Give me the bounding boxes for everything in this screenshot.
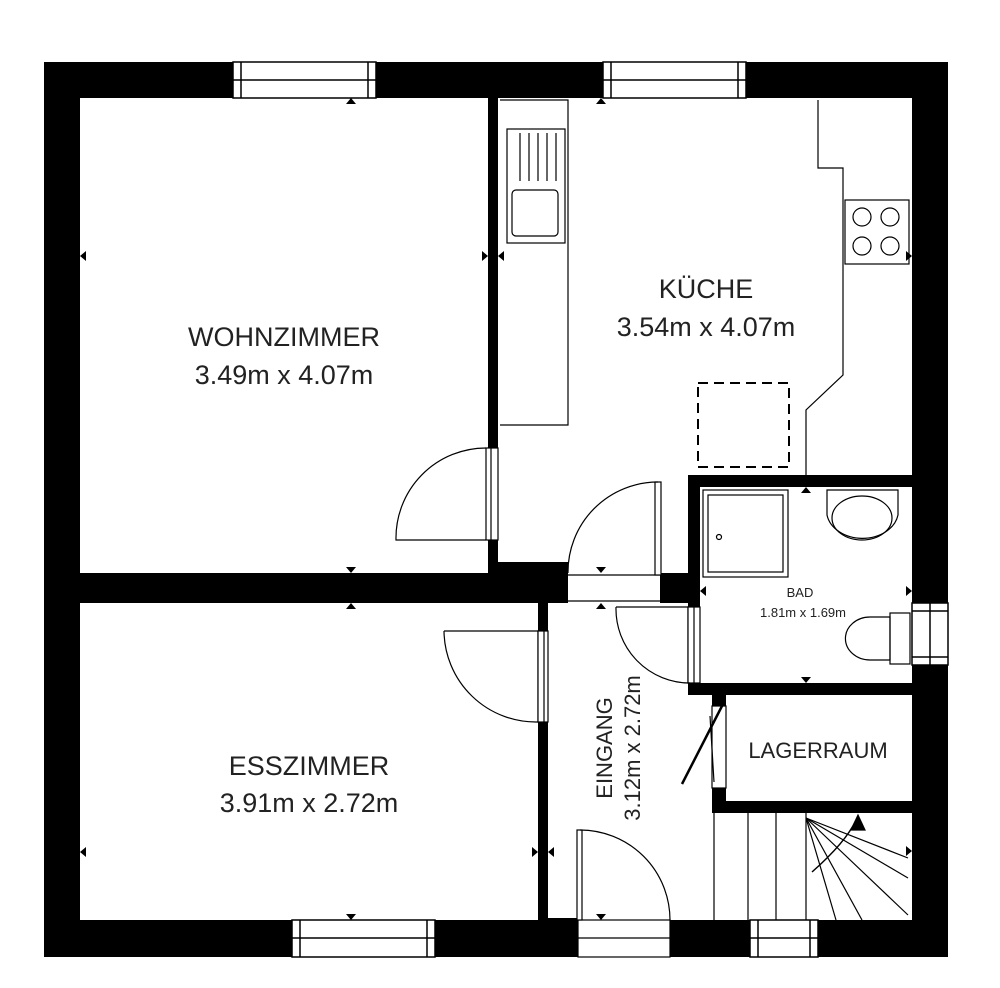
door-bad — [615, 606, 701, 684]
door-kueche — [567, 481, 662, 603]
door-eingang — [576, 829, 671, 958]
window-esszimmer — [291, 919, 436, 958]
room-size-wohnzimmer: 3.49m x 4.07m — [195, 360, 374, 390]
toilet-icon — [844, 612, 911, 665]
staircase — [713, 813, 909, 921]
window-stairs — [749, 919, 819, 958]
stair-direction-arrow-icon — [850, 813, 866, 831]
room-size-esszimmer: 3.91m x 2.72m — [220, 788, 399, 818]
door-esszimmer — [443, 630, 549, 723]
window-bad — [911, 602, 949, 666]
window-kueche — [602, 61, 747, 99]
room-size-kueche: 3.54m x 4.07m — [617, 312, 796, 342]
room-name-bad: BAD — [787, 585, 814, 600]
room-name-eingang: EINGANG — [592, 697, 617, 798]
dimension-markers — [80, 98, 912, 920]
sink-icon — [506, 128, 566, 244]
hatch-dashed — [697, 382, 790, 468]
bathroom-fixtures — [702, 489, 911, 665]
stove-icon — [844, 199, 910, 265]
window-wohnzimmer — [232, 61, 377, 99]
door-wohnzimmer — [395, 447, 499, 541]
room-name-kueche: KÜCHE — [659, 274, 754, 304]
room-size-eingang: 3.12m x 2.72m — [620, 675, 645, 821]
room-size-bad: 1.81m x 1.69m — [760, 605, 846, 620]
counter-left — [500, 99, 569, 426]
washbasin-icon — [826, 489, 899, 541]
room-name-lagerraum: LAGERRAUM — [748, 738, 887, 763]
door-lagerraum — [680, 705, 727, 789]
counter-right — [805, 100, 844, 475]
room-name-wohnzimmer: WOHNZIMMER — [188, 322, 380, 352]
windows — [232, 61, 949, 958]
shower-icon — [702, 489, 789, 578]
doors — [395, 447, 727, 958]
room-name-esszimmer: ESSZIMMER — [229, 751, 390, 781]
kitchen-fixtures — [500, 99, 910, 475]
